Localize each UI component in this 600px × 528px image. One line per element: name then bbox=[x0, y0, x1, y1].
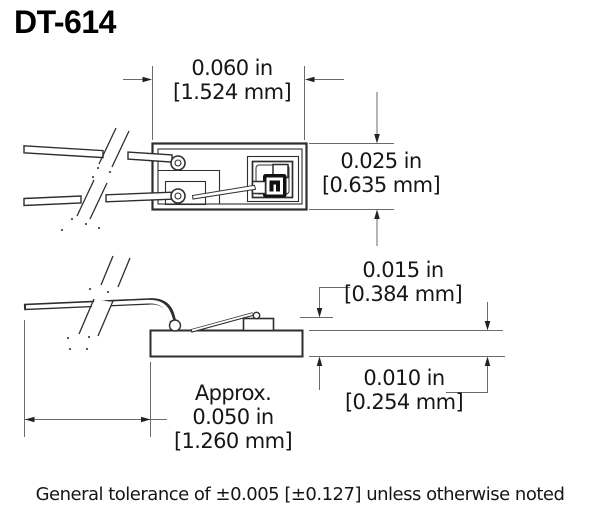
general-tolerance-note: General tolerance of ±0.005 [±0.127] unl… bbox=[35, 484, 565, 505]
chip-side bbox=[242, 317, 275, 332]
package-inner-outline bbox=[157, 148, 303, 205]
upper-eyelet-hole bbox=[174, 159, 182, 167]
side-view bbox=[23, 255, 304, 358]
dim-lead-clearance-mm: [1.260 mm] bbox=[173, 429, 293, 453]
break-mark bbox=[97, 300, 114, 337]
part-number-title: DT-614 bbox=[14, 4, 116, 40]
dim-stack-height-mm: [0.384 mm] bbox=[343, 282, 463, 306]
break-mark bbox=[117, 257, 131, 288]
lower-eyelet-hole bbox=[174, 192, 182, 200]
dim-package-height-in: 0.025 in bbox=[340, 149, 422, 173]
dim-base-thickness-mm: [0.254 mm] bbox=[344, 390, 464, 414]
top-view bbox=[23, 127, 308, 232]
lower-lead bbox=[105, 191, 173, 203]
dim-base-thickness-in: 0.010 in bbox=[363, 366, 445, 390]
dim-package-height-mm: [0.635 mm] bbox=[321, 173, 441, 197]
dim-package-height: 0.025 in [0.635 mm] bbox=[306, 149, 456, 197]
break-mark bbox=[100, 255, 114, 286]
upper-lead bbox=[23, 145, 104, 159]
dim-stack-height-in: 0.015 in bbox=[362, 258, 444, 282]
die-cavity bbox=[246, 155, 300, 203]
dim-lead-clearance-prefix: Approx. bbox=[194, 381, 272, 405]
upper-lead bbox=[127, 151, 173, 163]
package-outline bbox=[151, 142, 308, 211]
break-mark bbox=[89, 182, 108, 220]
dim-base-thickness: 0.010 in [0.254 mm] bbox=[329, 366, 479, 414]
break-mark bbox=[78, 298, 95, 335]
break-mark bbox=[111, 130, 130, 168]
dim-stack-height: 0.015 in [0.384 mm] bbox=[328, 258, 478, 306]
break-dots bbox=[66, 287, 110, 351]
bond-wire bbox=[191, 184, 257, 200]
dim-lead-clearance: Approx. 0.050 in [1.260 mm] bbox=[158, 381, 308, 453]
dim-package-width: 0.060 in [1.524 mm] bbox=[157, 56, 307, 104]
break-mark bbox=[98, 127, 117, 165]
dim-lead-clearance-in: 0.050 in bbox=[192, 405, 274, 429]
break-mark bbox=[76, 179, 95, 217]
chip-ball-bond bbox=[252, 311, 261, 320]
lower-lead bbox=[23, 195, 82, 207]
dim-package-width-mm: [1.524 mm] bbox=[172, 80, 292, 104]
break-dots bbox=[60, 166, 112, 232]
substrate-outline bbox=[149, 329, 304, 358]
dimension-lines-side bbox=[24, 287, 505, 437]
dimension-lines-top bbox=[123, 66, 394, 246]
lead-ball-bond bbox=[168, 319, 182, 332]
die-resistor-element bbox=[263, 174, 287, 198]
dim-package-width-in: 0.060 in bbox=[191, 56, 273, 80]
